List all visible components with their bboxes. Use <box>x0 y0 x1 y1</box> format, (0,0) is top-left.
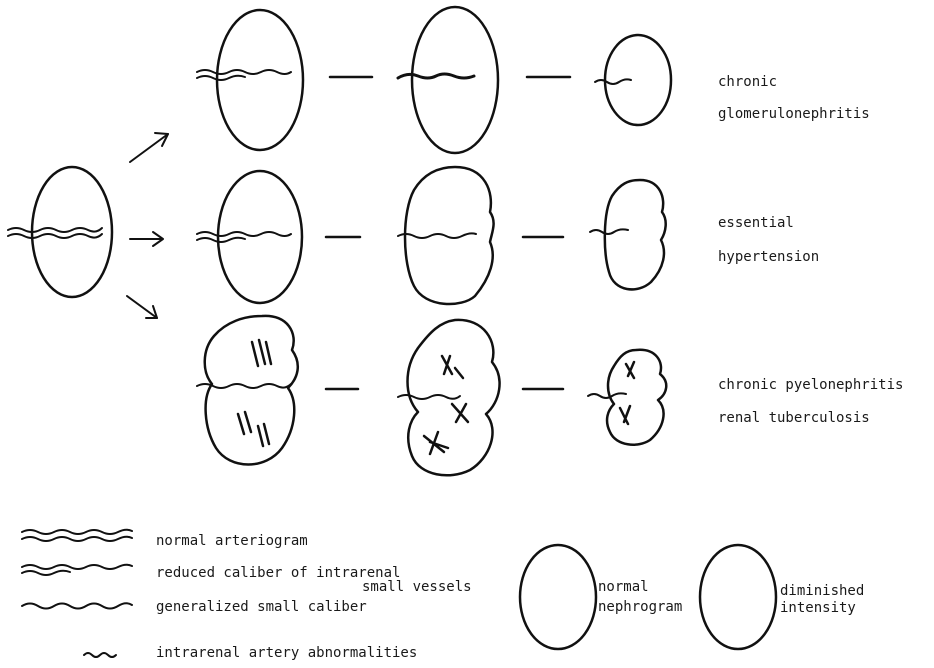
row-label-line-2: renal tuberculosis <box>718 410 870 426</box>
legend-label: diminished <box>780 583 864 599</box>
kidney-stage-2 <box>398 320 500 475</box>
row-label-line-1: chronic <box>718 74 777 90</box>
kidney-stage-1 <box>197 10 303 150</box>
kidney-stage-3 <box>588 350 666 445</box>
legend-label: small vessels <box>362 579 472 595</box>
arrow-right <box>130 232 163 246</box>
kidney-stage-2 <box>398 7 498 153</box>
row-label-line-2: glomerulonephritis <box>718 106 870 122</box>
legend-label: normal <box>598 579 649 595</box>
source-kidney <box>8 167 112 297</box>
legend-item-artery-abnormalities: intrarenal artery abnormalities <box>84 645 417 661</box>
legend-item-normal-nephrogram: normal nephrogram <box>520 545 682 649</box>
legend-vessels: normal arteriogram reduced caliber of in… <box>22 530 472 661</box>
row-glomerulonephritis: chronic glomerulonephritis <box>197 7 870 153</box>
legend-label: intrarenal artery abnormalities <box>156 645 417 661</box>
legend-label: nephrogram <box>598 599 682 615</box>
row-pyelonephritis: chronic pyelonephritis renal tuberculosi… <box>197 316 903 475</box>
legend-item-reduced-caliber: reduced caliber of intrarenal small vess… <box>22 565 472 595</box>
kidney-stage-3 <box>595 35 671 125</box>
row-hypertension: essential hypertension <box>197 167 819 304</box>
progression-arrows <box>127 133 168 318</box>
kidney-stage-2 <box>398 167 494 304</box>
legend-label: generalized small caliber <box>156 599 367 615</box>
legend-item-generalized-small-caliber: generalized small caliber <box>22 599 367 615</box>
kidney-stage-3 <box>590 180 666 289</box>
row-label-line-2: hypertension <box>718 249 819 265</box>
row-label-line-1: chronic pyelonephritis <box>718 377 903 393</box>
legend-item-diminished-intensity: diminished intensity <box>700 545 864 649</box>
arrow-down <box>127 296 157 318</box>
kidney-stage-1 <box>197 316 298 465</box>
arrow-up <box>130 133 168 162</box>
row-label-line-1: essential <box>718 215 794 231</box>
kidney-stage-1 <box>197 171 302 303</box>
legend-nephrogram: normal nephrogram diminished intensity <box>520 545 864 649</box>
legend-label: intensity <box>780 600 856 616</box>
legend-item-normal-arteriogram: normal arteriogram <box>22 530 308 549</box>
legend-label: normal arteriogram <box>156 533 308 549</box>
